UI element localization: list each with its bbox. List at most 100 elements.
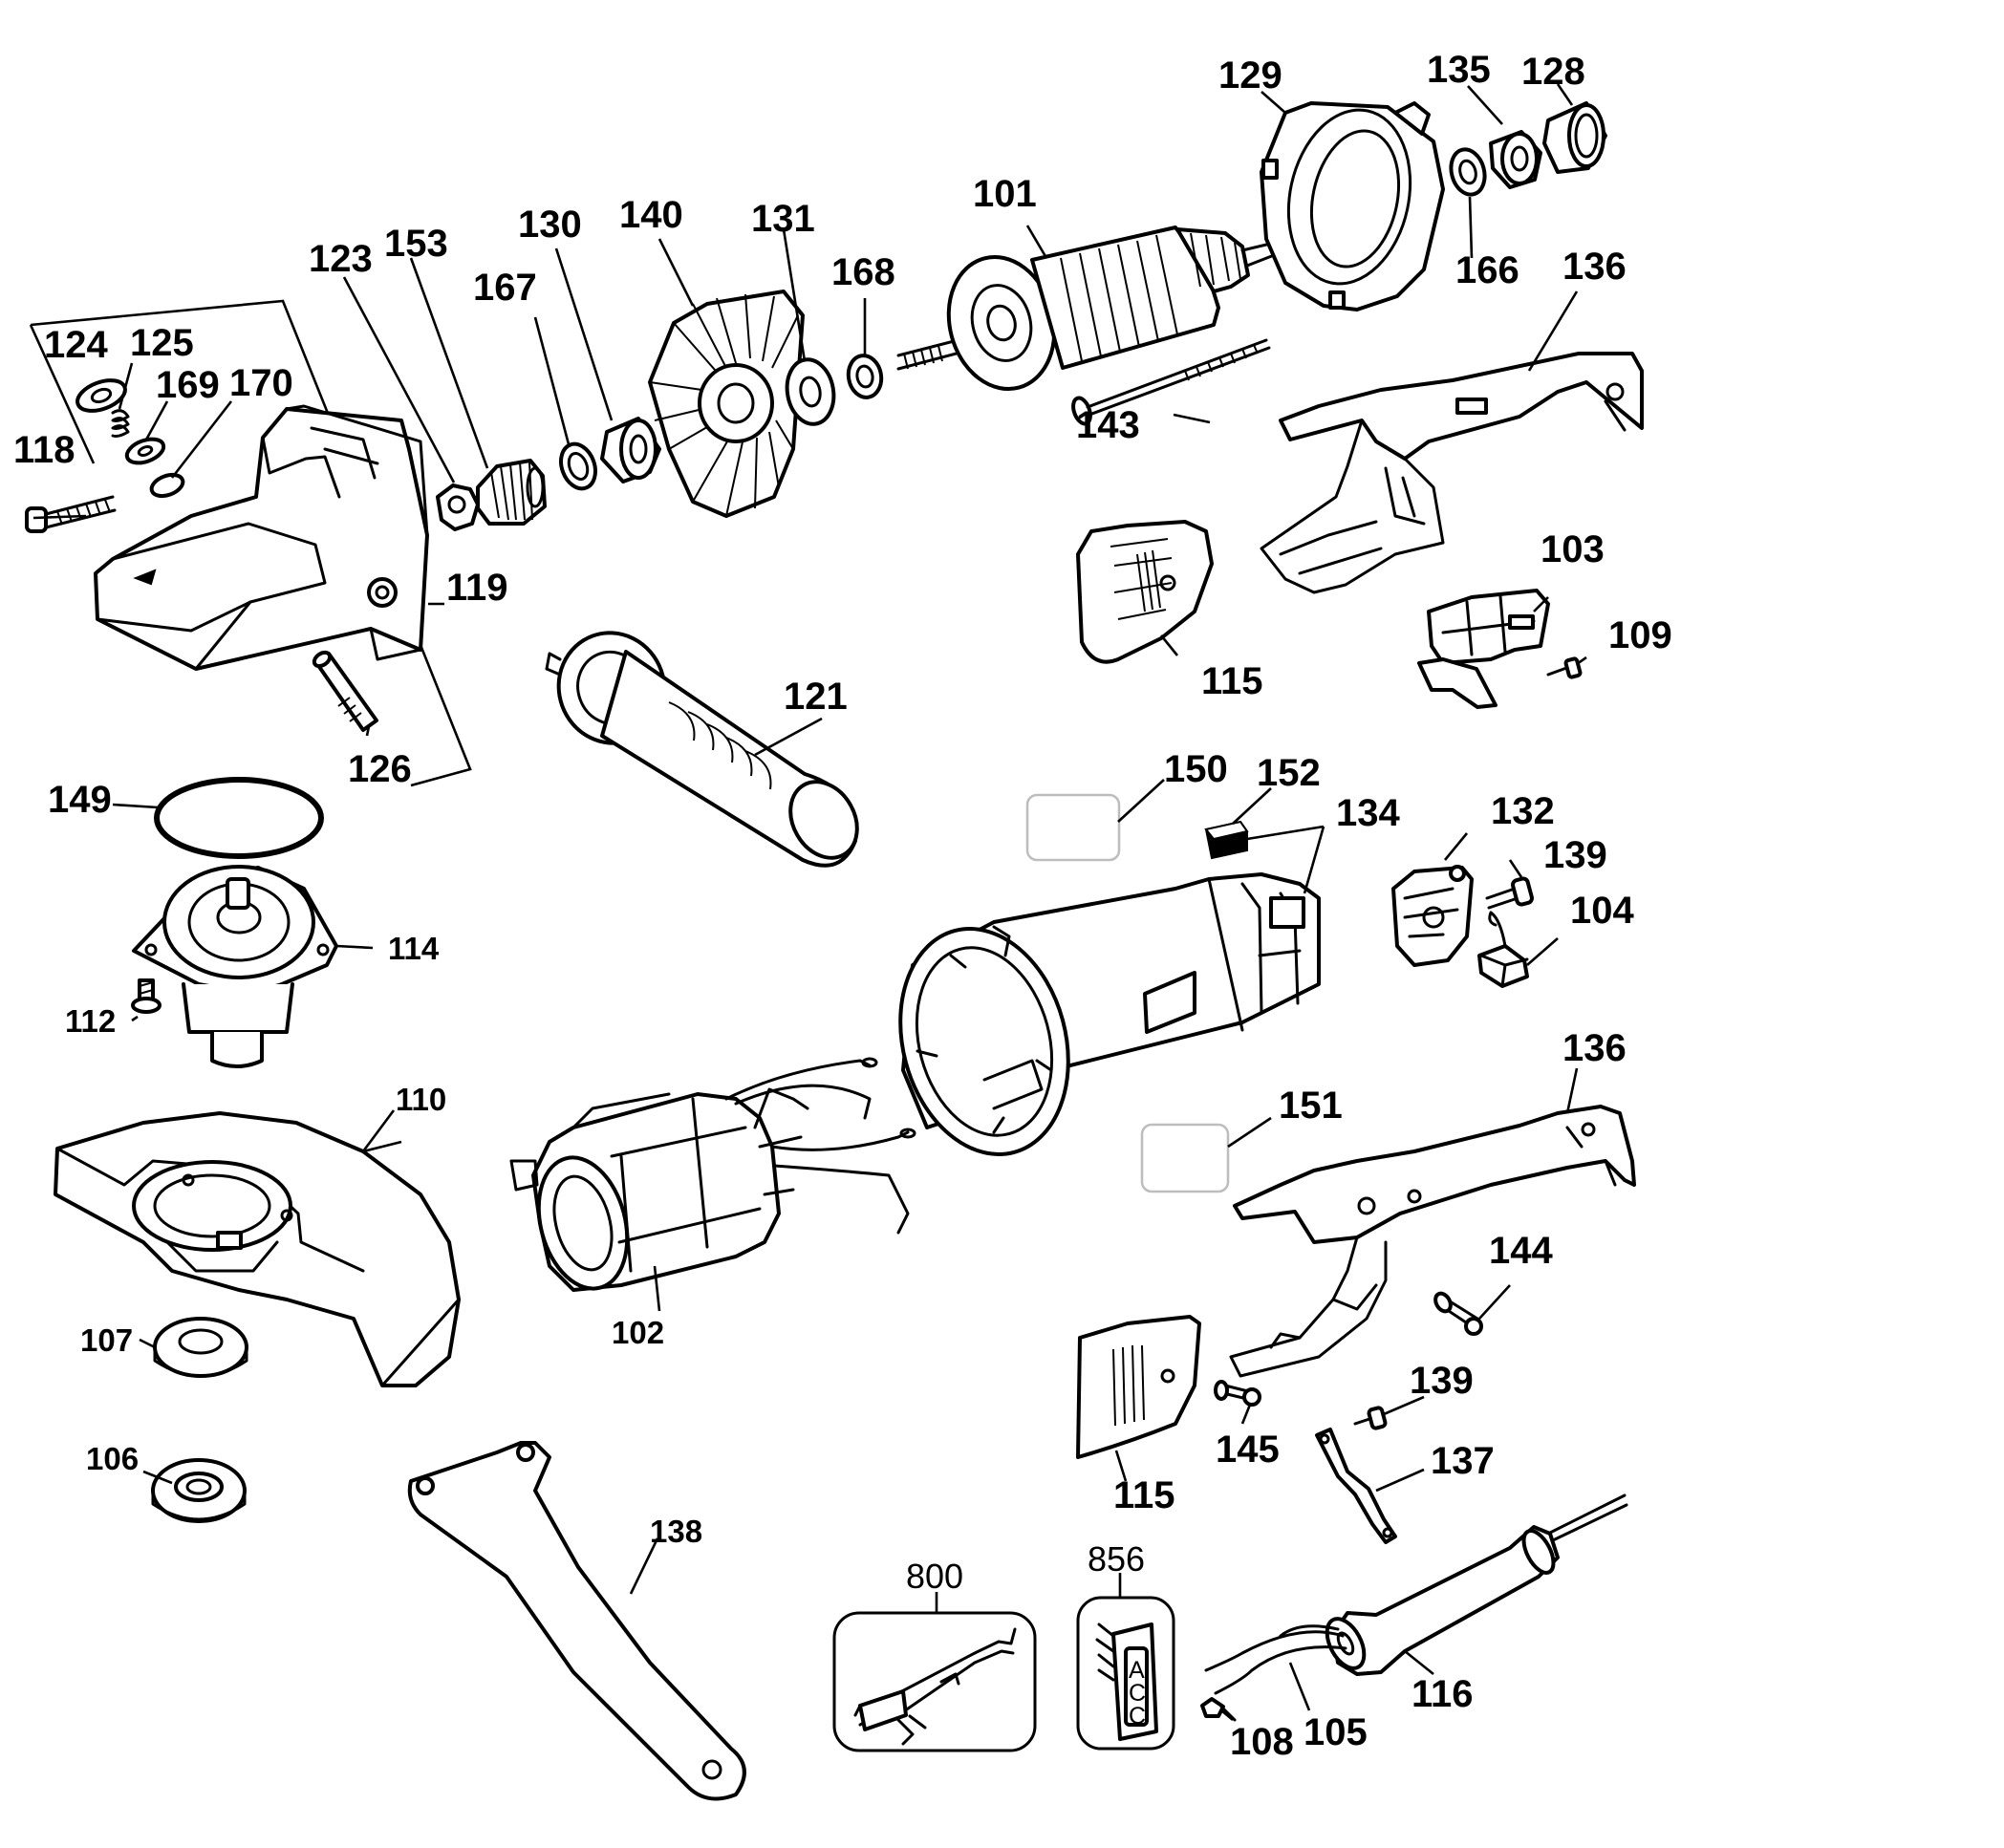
label-170: 170 <box>229 362 293 404</box>
label-152: 152 <box>1257 752 1321 794</box>
part-118-screw <box>25 495 117 533</box>
label-144: 144 <box>1489 1230 1553 1272</box>
part-167-ring <box>559 441 597 491</box>
part-106-nut <box>151 1458 247 1523</box>
label-132: 132 <box>1491 790 1555 832</box>
part-103-switch <box>1417 589 1550 709</box>
label-168: 168 <box>831 251 895 293</box>
label-136-top: 136 <box>1562 246 1627 288</box>
part-110-guard <box>54 1111 461 1387</box>
part-135-bearing <box>1489 130 1542 189</box>
part-800-kit-box <box>832 1611 1037 1752</box>
label-167: 167 <box>473 267 537 309</box>
label-151: 151 <box>1279 1085 1343 1127</box>
label-150: 150 <box>1164 748 1228 790</box>
label-110: 110 <box>396 1082 446 1117</box>
part-116-cord-guard <box>1325 1493 1628 1676</box>
part-139-screw-bottom <box>1353 1406 1388 1430</box>
gear-case-group <box>25 290 884 787</box>
label-121: 121 <box>784 676 848 718</box>
label-104: 104 <box>1570 890 1634 932</box>
label-131: 131 <box>751 198 815 240</box>
label-123: 123 <box>309 238 373 280</box>
part-137-clamp <box>1315 1428 1397 1544</box>
label-118: 118 <box>13 429 75 471</box>
part-115-cover-top <box>1076 520 1214 664</box>
label-125: 125 <box>130 322 194 364</box>
part-104-carbon-brush <box>1477 911 1529 988</box>
label-105: 105 <box>1304 1711 1368 1753</box>
label-116: 116 <box>1411 1673 1474 1715</box>
tag-letter-2: C <box>1129 1680 1146 1707</box>
label-169: 169 <box>156 364 220 406</box>
part-138-spanner <box>407 1441 746 1801</box>
part-123-nut <box>436 483 480 531</box>
part-145-screw <box>1214 1380 1261 1407</box>
part-152-block <box>1204 820 1249 860</box>
part-168-washer <box>846 354 884 399</box>
part-136-handle-top <box>1260 352 1644 594</box>
part-126-stud <box>312 650 378 732</box>
part-105-cord-wires <box>1204 1624 1347 1695</box>
part-149-o-ring <box>154 777 324 859</box>
label-108: 108 <box>1230 1721 1294 1763</box>
label-800: 800 <box>906 1557 963 1596</box>
label-136-bottom: 136 <box>1562 1027 1627 1069</box>
label-166: 166 <box>1455 249 1519 291</box>
label-140: 140 <box>619 194 683 236</box>
label-139-top: 139 <box>1543 834 1607 876</box>
label-137: 137 <box>1431 1440 1495 1482</box>
label-145: 145 <box>1216 1429 1280 1471</box>
group-bracket-left <box>29 324 96 464</box>
part-112-screw <box>131 978 162 1014</box>
part-labels: 129 135 128 166 136 101 140 131 168 130 … <box>13 49 1672 1763</box>
part-139-screw-top <box>1485 876 1534 910</box>
part-129-end-bell <box>1260 101 1445 312</box>
part-856-tag-box <box>1076 1596 1175 1751</box>
part-132-brush-holder <box>1391 865 1474 967</box>
label-102: 102 <box>612 1315 664 1350</box>
label-115-bottom: 115 <box>1113 1474 1175 1516</box>
label-128: 128 <box>1521 51 1585 93</box>
part-143-bolt <box>1071 338 1271 426</box>
part-153-pinion <box>476 459 547 526</box>
label-143: 143 <box>1076 404 1140 446</box>
label-109: 109 <box>1608 614 1672 656</box>
label-115-top: 115 <box>1201 660 1263 702</box>
part-136-handle-bottom <box>1229 1105 1636 1378</box>
part-151-label <box>1140 1123 1230 1193</box>
label-112: 112 <box>65 1003 116 1039</box>
part-130-bearing <box>600 417 661 483</box>
label-106: 106 <box>86 1441 139 1476</box>
leader-lines <box>32 83 1587 1721</box>
label-153: 153 <box>384 223 448 265</box>
part-140-fan <box>648 290 805 518</box>
part-134-motor-housing <box>898 872 1321 1156</box>
label-101: 101 <box>973 173 1037 215</box>
label-139-bottom: 139 <box>1410 1360 1474 1402</box>
part-102-stator <box>509 1057 916 1292</box>
label-103: 103 <box>1541 528 1605 570</box>
label-114: 114 <box>388 931 440 966</box>
label-126: 126 <box>348 748 412 790</box>
part-115-cover-bottom <box>1076 1315 1201 1459</box>
part-107-flange <box>153 1317 248 1378</box>
part-144-screw <box>1433 1291 1483 1336</box>
part-114-spindle-housing <box>132 865 338 1068</box>
part-170-ring <box>149 472 185 499</box>
tag-letter-3: C <box>1129 1703 1146 1730</box>
part-169-washer <box>124 437 166 465</box>
label-134: 134 <box>1336 792 1400 834</box>
part-101-armature <box>896 226 1290 392</box>
tag-letter-1: A <box>1129 1657 1145 1684</box>
part-125-spring <box>111 409 130 438</box>
part-128-sleeve <box>1542 101 1607 174</box>
part-150-label <box>1025 793 1121 862</box>
label-130: 130 <box>518 204 582 246</box>
label-129: 129 <box>1218 54 1282 97</box>
label-107: 107 <box>80 1322 133 1358</box>
label-856: 856 <box>1088 1539 1145 1579</box>
part-109-screw <box>1546 656 1583 679</box>
label-149: 149 <box>48 779 112 821</box>
